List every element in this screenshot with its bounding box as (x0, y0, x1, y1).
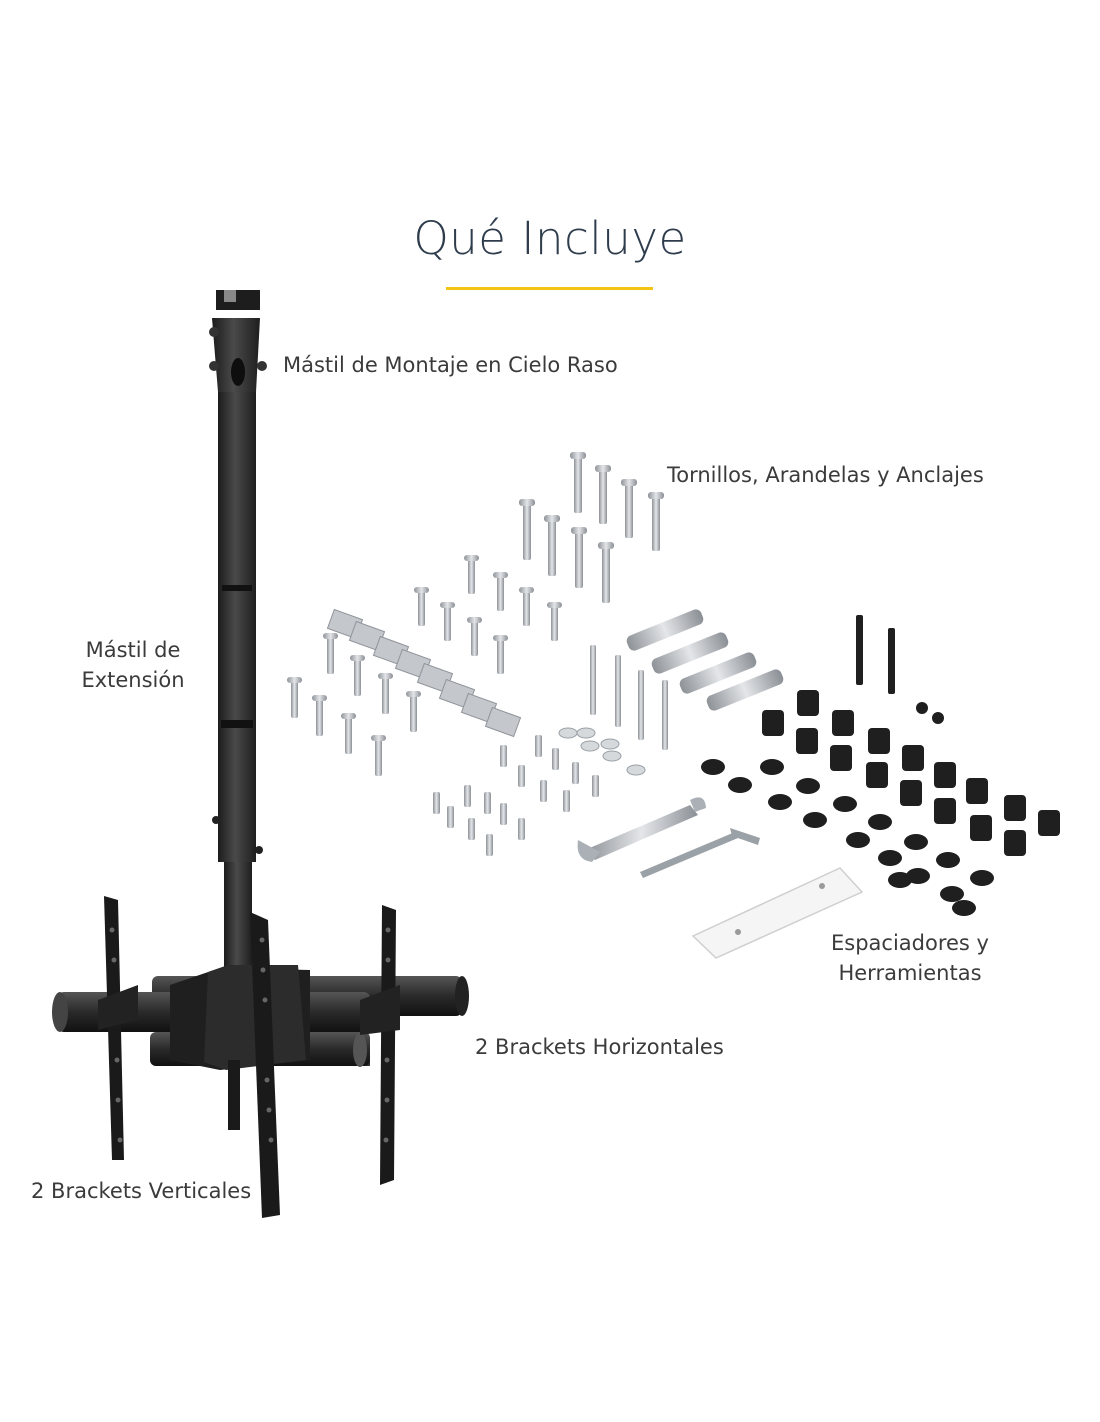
extension-mast (212, 392, 263, 972)
wrench-and-hex-key (577, 797, 760, 878)
expansion-anchors (590, 609, 784, 750)
round-washers (558, 727, 646, 776)
square-washers (326, 608, 522, 738)
screws-group (287, 452, 664, 776)
label-spacers-line1: Espaciadores y (831, 931, 989, 955)
label-vertical-brackets: 2 Brackets Verticales (31, 1179, 252, 1203)
spacers-group (701, 615, 1060, 916)
title-underline (446, 287, 653, 290)
label-extension-line1: Mástil de (85, 638, 181, 662)
ceiling-mount-mast (209, 290, 267, 392)
label-extension-line2: Extensión (81, 668, 185, 692)
small-bolts (433, 735, 599, 856)
label-screws: Tornillos, Arandelas y Anclajes (667, 463, 984, 487)
label-extension-mast: Mástil de Extensión (68, 635, 198, 695)
label-spacers-tools: Espaciadores y Herramientas (820, 928, 1000, 988)
page-title: Qué Incluye (413, 212, 687, 265)
label-ceiling-mast: Mástil de Montaje en Cielo Raso (283, 353, 618, 377)
label-horizontal-brackets: 2 Brackets Horizontales (475, 1035, 724, 1059)
vertical-brackets (98, 896, 400, 1218)
white-plate (691, 867, 864, 959)
label-spacers-line2: Herramientas (838, 961, 982, 985)
